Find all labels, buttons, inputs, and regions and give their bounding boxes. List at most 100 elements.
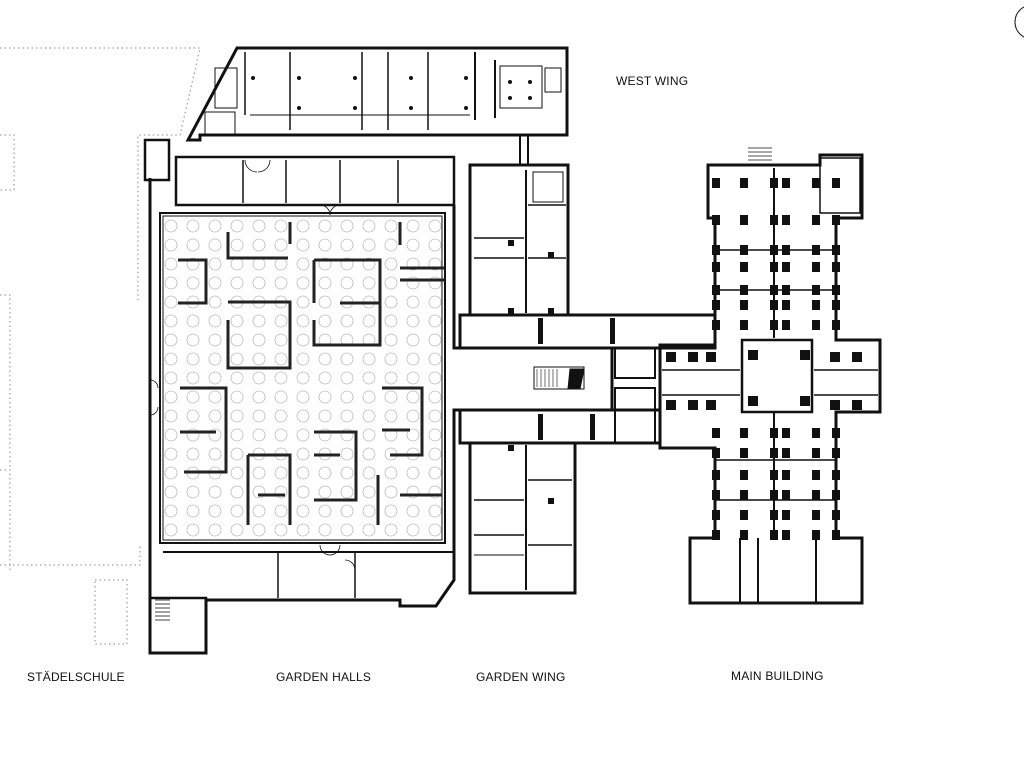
garden-halls-label: GARDEN HALLS <box>276 670 372 684</box>
hall-column <box>252 466 266 480</box>
hall-column <box>164 428 178 442</box>
hall-column <box>230 276 244 290</box>
hall-column <box>428 276 442 290</box>
hall-column <box>164 409 178 423</box>
pier <box>770 300 778 310</box>
pier <box>666 400 676 410</box>
hall-column <box>384 504 398 518</box>
hall-column <box>252 333 266 347</box>
hall-column <box>208 333 222 347</box>
main-building-piers <box>666 178 862 540</box>
pier <box>832 510 840 520</box>
hall-column <box>252 428 266 442</box>
hall-column <box>318 314 332 328</box>
hall-column <box>230 390 244 404</box>
hall-column <box>252 238 266 252</box>
hall-column <box>186 333 200 347</box>
hall-column <box>318 219 332 233</box>
hall-column <box>296 485 310 499</box>
pier <box>832 320 840 330</box>
hall-column <box>186 428 200 442</box>
pier <box>740 178 748 188</box>
pier <box>770 448 778 458</box>
hall-column <box>230 314 244 328</box>
hall-column <box>428 504 442 518</box>
hall-column <box>318 295 332 309</box>
hall-column <box>428 466 442 480</box>
hall-column <box>318 276 332 290</box>
pier <box>712 448 720 458</box>
hall-column <box>186 352 200 366</box>
hall-column <box>186 276 200 290</box>
hall-column <box>208 409 222 423</box>
hall-column <box>340 219 354 233</box>
hall-column <box>340 390 354 404</box>
hall-column <box>186 523 200 537</box>
hall-column <box>186 314 200 328</box>
hall-column <box>340 409 354 423</box>
hall-column <box>362 352 376 366</box>
hall-column <box>406 409 420 423</box>
hall-column <box>362 219 376 233</box>
pier <box>812 300 820 310</box>
hall-column <box>384 238 398 252</box>
hall-column <box>362 314 376 328</box>
pier <box>812 530 820 540</box>
pier <box>712 428 720 438</box>
pier <box>748 350 758 360</box>
hall-column <box>428 238 442 252</box>
pier <box>666 352 676 362</box>
hall-column <box>186 257 200 271</box>
pier <box>770 285 778 295</box>
hall-column <box>252 257 266 271</box>
hall-column <box>296 238 310 252</box>
west-wing-columns <box>251 76 532 110</box>
hall-column <box>362 238 376 252</box>
hall-column <box>186 504 200 518</box>
pier <box>712 215 720 225</box>
hall-column <box>362 485 376 499</box>
hall-column <box>362 409 376 423</box>
pier <box>770 320 778 330</box>
hall-column <box>406 485 420 499</box>
hall-column <box>230 485 244 499</box>
pier <box>770 470 778 480</box>
pier <box>782 510 790 520</box>
pier <box>770 428 778 438</box>
hall-column <box>208 257 222 271</box>
hall-column <box>340 485 354 499</box>
pier <box>812 428 820 438</box>
pier <box>706 352 716 362</box>
hall-column <box>428 314 442 328</box>
pier <box>770 262 778 272</box>
hall-column <box>164 314 178 328</box>
pier <box>712 530 720 540</box>
pier <box>712 320 720 330</box>
hall-column <box>296 295 310 309</box>
hall-column <box>384 485 398 499</box>
pier <box>832 470 840 480</box>
hall-column <box>164 447 178 461</box>
pier <box>740 262 748 272</box>
hall-column <box>186 409 200 423</box>
hall-column <box>274 257 288 271</box>
hall-column <box>164 390 178 404</box>
west-wing-label: WEST WING <box>616 74 689 88</box>
hall-column <box>362 428 376 442</box>
north-arrow-icon <box>1014 6 1024 38</box>
pier <box>812 178 820 188</box>
hall-column <box>208 276 222 290</box>
hall-column <box>406 219 420 233</box>
hall-column <box>296 314 310 328</box>
hall-column <box>186 238 200 252</box>
hall-column <box>296 447 310 461</box>
hall-column <box>406 333 420 347</box>
hall-column <box>362 466 376 480</box>
hall-column <box>340 238 354 252</box>
hall-column <box>384 390 398 404</box>
hall-column <box>428 333 442 347</box>
pier <box>832 285 840 295</box>
pier <box>800 396 810 406</box>
hall-column <box>340 371 354 385</box>
pier <box>770 510 778 520</box>
